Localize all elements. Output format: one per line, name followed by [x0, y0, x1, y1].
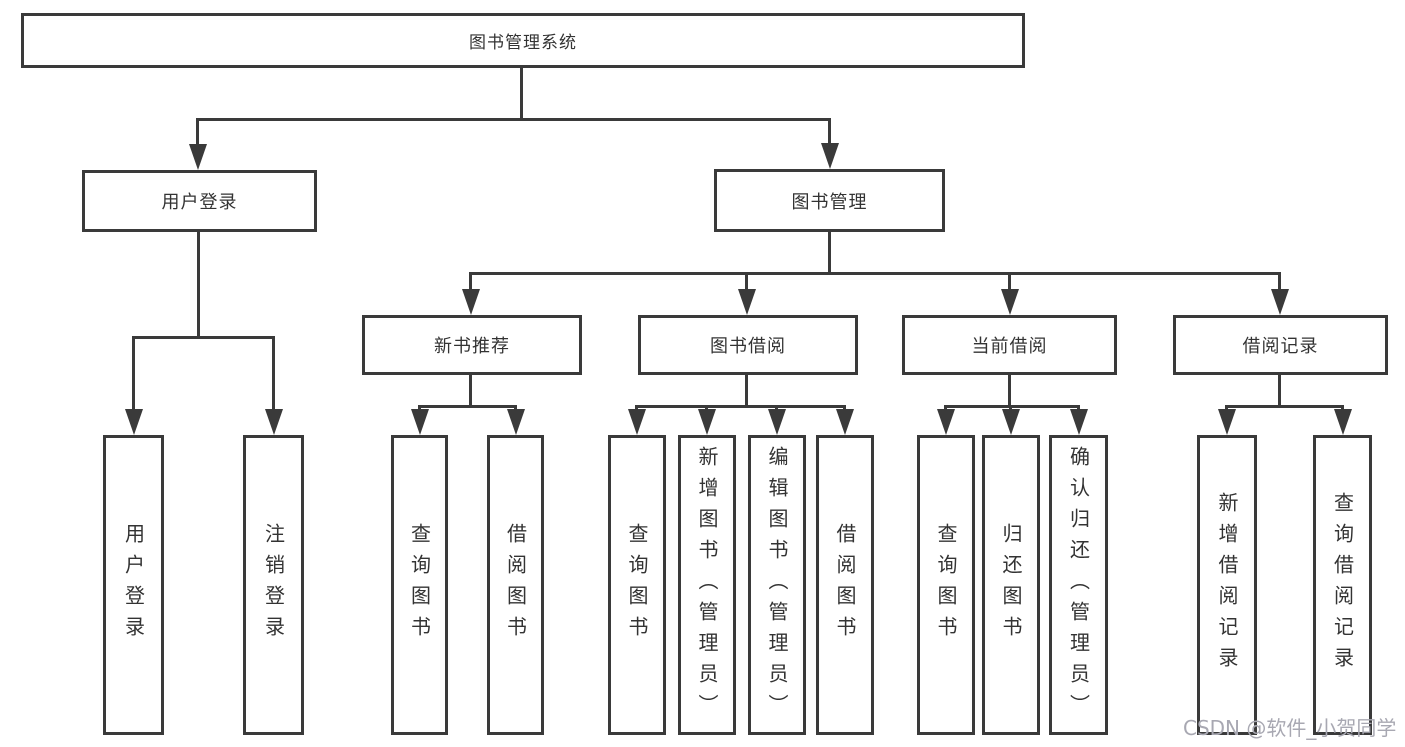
arrowhead-book-mgmt: [821, 143, 839, 169]
connector-stub: [1341, 405, 1344, 412]
arrowhead-records: [1271, 289, 1289, 315]
node-current-borrow: 当前借阅: [902, 315, 1117, 375]
leaf-label: 归还图书: [999, 523, 1023, 647]
node-book-mgmt: 图书管理: [714, 169, 945, 232]
leaf-logout: 注销登录: [243, 435, 304, 735]
arrowhead-current: [1001, 289, 1019, 315]
leaf-label: 新增借阅记录: [1215, 492, 1239, 678]
arrowhead-leaf: [1070, 409, 1088, 435]
node-label: 用户登录: [161, 192, 238, 213]
node-label: 当前借阅: [971, 336, 1048, 357]
leaf-label: 注销登录: [261, 523, 286, 647]
arrowhead-recommend: [462, 289, 480, 315]
connector-stub: [944, 405, 947, 412]
leaf-label: 查询图书: [407, 523, 432, 647]
arrowhead-leaf: [698, 409, 716, 435]
connector-stub: [1225, 405, 1228, 412]
connector-stub: [418, 405, 421, 412]
connector-stub: [705, 405, 708, 412]
leaf-borrow-books-recommend: 借阅图书: [487, 435, 544, 735]
node-root-label: 图书管理系统: [469, 33, 577, 53]
connector-borrow-branch: [635, 405, 846, 408]
leaf-edit-books-admin: 编辑图书（管理员）: [748, 435, 806, 735]
node-label: 图书管理: [791, 191, 868, 213]
leaf-add-borrow-record: 新增借阅记录: [1197, 435, 1257, 735]
leaf-label: 借阅图书: [503, 523, 528, 647]
connector-recommend-stem: [469, 375, 472, 405]
arrowhead-leaf: [411, 409, 429, 435]
connector-user-branch: [132, 336, 275, 339]
leaf-label: 查询借阅记录: [1330, 492, 1355, 678]
connector-borrow-stem: [745, 375, 748, 405]
connector-drop-borrow: [745, 272, 748, 291]
leaf-user-login: 用户登录: [103, 435, 164, 735]
connector-stub: [843, 405, 846, 412]
arrowhead-leaf: [1002, 409, 1020, 435]
leaf-query-borrow-record: 查询借阅记录: [1313, 435, 1372, 735]
arrowhead-leaf-logout: [265, 409, 283, 435]
node-book-borrow: 图书借阅: [638, 315, 858, 375]
node-borrow-records: 借阅记录: [1173, 315, 1388, 375]
connector-records-branch: [1225, 405, 1344, 408]
connector-current-branch: [944, 405, 1080, 408]
leaf-add-books-admin: 新增图书（管理员）: [678, 435, 736, 735]
connector-level2-branch: [196, 118, 831, 121]
leaf-query-books-current: 查询图书: [917, 435, 975, 735]
arrowhead-user-login: [189, 144, 207, 170]
leaf-label: 新增图书（管理员）: [695, 445, 719, 725]
node-user-login: 用户登录: [82, 170, 317, 232]
arrowhead-leaf: [937, 409, 955, 435]
connector-drop-records: [1278, 272, 1281, 291]
leaf-confirm-return-admin: 确认归还（管理员）: [1049, 435, 1108, 735]
connector-drop-leaf-logout: [272, 336, 275, 411]
arrowhead-leaf: [1334, 409, 1352, 435]
connector-root-stem: [520, 68, 523, 118]
leaf-borrow-books: 借阅图书: [816, 435, 874, 735]
node-label: 图书借阅: [710, 336, 786, 357]
arrowhead-leaf: [836, 409, 854, 435]
arrowhead-borrow: [738, 289, 756, 315]
connector-stub: [1077, 405, 1080, 412]
connector-drop-leaf-login: [132, 336, 135, 411]
leaf-query-books-recommend: 查询图书: [391, 435, 448, 735]
arrowhead-leaf: [628, 409, 646, 435]
connector-user-stem: [197, 232, 200, 336]
connector-stub: [1009, 405, 1012, 412]
node-label: 新书推荐: [434, 336, 510, 357]
watermark: CSDN @软件_小贺同学: [1183, 716, 1397, 740]
leaf-label: 用户登录: [121, 523, 146, 647]
arrowhead-leaf: [507, 409, 525, 435]
connector-drop-recommend: [469, 272, 472, 291]
connector-level3-branch: [469, 272, 1281, 275]
connector-drop-user-login: [196, 118, 199, 146]
connector-recommend-branch: [418, 405, 517, 408]
connector-drop-book-mgmt: [828, 118, 831, 146]
leaf-label: 借阅图书: [833, 523, 857, 647]
leaf-query-books-borrow: 查询图书: [608, 435, 666, 735]
node-root: 图书管理系统: [21, 13, 1025, 68]
arrowhead-leaf-login: [125, 409, 143, 435]
connector-stub: [514, 405, 517, 412]
connector-records-stem: [1278, 375, 1281, 405]
connector-current-stem: [1008, 375, 1011, 405]
connector-stub: [635, 405, 638, 412]
leaf-label: 编辑图书（管理员）: [765, 445, 789, 725]
node-label: 借阅记录: [1242, 336, 1319, 357]
connector-mgmt-stem: [828, 232, 831, 272]
leaf-return-books: 归还图书: [982, 435, 1040, 735]
leaf-label: 查询图书: [934, 523, 958, 647]
connector-stub: [775, 405, 778, 412]
node-new-book-recommend: 新书推荐: [362, 315, 582, 375]
leaf-label: 查询图书: [625, 523, 649, 647]
leaf-label: 确认归还（管理员）: [1066, 445, 1091, 725]
connector-drop-current: [1008, 272, 1011, 291]
arrowhead-leaf: [768, 409, 786, 435]
arrowhead-leaf: [1218, 409, 1236, 435]
